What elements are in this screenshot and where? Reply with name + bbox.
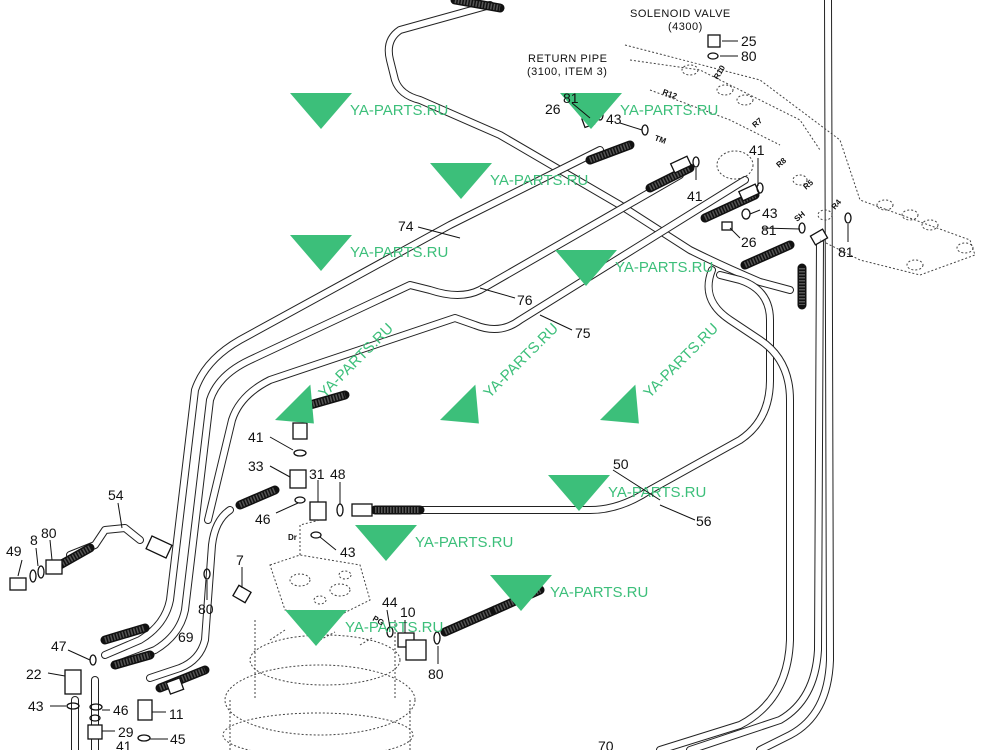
callout: 56 <box>696 513 712 529</box>
port-label-r12: R12 <box>661 87 678 101</box>
callout: 43 <box>28 698 44 714</box>
fitting-25 <box>707 34 721 48</box>
tee-fitting-33 <box>289 469 307 489</box>
watermark: YA-PARTS.RU <box>430 163 588 199</box>
watermark: YA-PARTS.RU <box>290 235 448 271</box>
watermark: YA-PARTS.RU <box>275 320 397 424</box>
callout: 26 <box>741 234 757 250</box>
elbow-fitting-10 <box>405 639 427 661</box>
callout: 47 <box>51 638 67 654</box>
watermark: YA-PARTS.RU <box>548 475 706 511</box>
svg-text:YA-PARTS.RU: YA-PARTS.RU <box>620 102 718 119</box>
watermark: YA-PARTS.RU <box>355 525 513 561</box>
return-pipe-title: RETURN PIPE <box>528 53 607 65</box>
callout: 41 <box>248 429 264 445</box>
callout: 45 <box>170 731 186 747</box>
svg-text:YA-PARTS.RU: YA-PARTS.RU <box>490 172 588 189</box>
watermark: YA-PARTS.RU <box>490 575 648 611</box>
svg-text:YA-PARTS.RU: YA-PARTS.RU <box>350 102 448 119</box>
callout: 50 <box>613 456 629 472</box>
solenoid-valve-ref: (4300) <box>668 21 703 33</box>
svg-text:YA-PARTS.RU: YA-PARTS.RU <box>550 584 648 601</box>
port-label-r8: R8 <box>775 156 789 170</box>
pipe-group <box>66 0 834 750</box>
leader-lines <box>17 40 849 740</box>
callout: 7 <box>236 552 244 568</box>
callout: 80 <box>741 48 757 64</box>
solenoid-valve-title: SOLENOID VALVE <box>630 8 731 20</box>
callout: 25 <box>741 33 757 49</box>
callout: 81 <box>838 244 854 260</box>
elbow-fitting-11 <box>137 699 153 721</box>
svg-text:YA-PARTS.RU: YA-PARTS.RU <box>615 259 713 276</box>
fitting-41 <box>292 422 308 440</box>
callout: 46 <box>113 702 129 718</box>
pipe-70 <box>686 236 824 750</box>
callout: 33 <box>248 458 264 474</box>
callout: 80 <box>41 525 57 541</box>
callout: 11 <box>169 706 184 722</box>
callout: 43 <box>606 111 622 127</box>
elbow-fitting-22 <box>64 669 82 695</box>
hose-group <box>55 0 807 693</box>
callout: 81 <box>761 222 777 238</box>
port-label-sh: SH <box>793 209 807 223</box>
watermark: YA-PARTS.RU <box>290 93 448 129</box>
watermark: YA-PARTS.RU <box>285 610 443 646</box>
callout: 75 <box>575 325 591 341</box>
port-label-r5: R5 <box>802 178 816 192</box>
watermark-group: YA-PARTS.RU YA-PARTS.RU YA-PARTS.RU YA-P… <box>275 93 722 646</box>
watermark: YA-PARTS.RU <box>555 250 713 286</box>
callout: 74 <box>398 218 414 234</box>
svg-text:YA-PARTS.RU: YA-PARTS.RU <box>608 484 706 501</box>
fitting-group <box>9 34 852 742</box>
callout: 29 <box>118 724 134 740</box>
elbow-fitting-31 <box>309 501 327 521</box>
callout: 54 <box>108 487 124 503</box>
svg-text:YA-PARTS.RU: YA-PARTS.RU <box>345 619 443 636</box>
svg-text:YA-PARTS.RU: YA-PARTS.RU <box>640 320 722 402</box>
callout: 43 <box>340 544 356 560</box>
svg-text:YA-PARTS.RU: YA-PARTS.RU <box>350 244 448 261</box>
callout: 41 <box>116 738 132 750</box>
callout: 43 <box>762 205 778 221</box>
callout: 8 <box>30 532 38 548</box>
solenoid-valve-outline <box>624 44 976 276</box>
callout: 46 <box>255 511 271 527</box>
port-label-tm: TM <box>653 133 667 146</box>
callout: 48 <box>330 466 346 482</box>
pipe-50 <box>386 271 774 514</box>
callout: 80 <box>198 601 214 617</box>
callout-numbers: 25 80 81 26 43 41 41 43 81 26 81 74 76 7… <box>6 33 854 750</box>
callout: 31 <box>309 466 325 482</box>
callout: 80 <box>428 666 444 682</box>
watermark: YA-PARTS.RU <box>560 93 718 129</box>
callout: 41 <box>687 188 703 204</box>
callout: 76 <box>517 292 533 308</box>
callout: 26 <box>545 101 561 117</box>
pipe-top-loop <box>384 1 794 294</box>
callout: 81 <box>563 90 579 106</box>
callout: 10 <box>400 604 416 620</box>
callout: 41 <box>749 142 765 158</box>
callout: 69 <box>178 629 194 645</box>
callout: 49 <box>6 543 22 559</box>
callout: 22 <box>26 666 42 682</box>
svg-text:YA-PARTS.RU: YA-PARTS.RU <box>415 534 513 551</box>
watermark: YA-PARTS.RU <box>440 320 562 424</box>
callout: 44 <box>382 594 398 610</box>
port-label-r10: R10 <box>712 63 727 81</box>
port-label-r7: R7 <box>751 116 765 130</box>
callout: 70 <box>598 738 614 750</box>
watermark: YA-PARTS.RU <box>600 320 722 424</box>
port-label-dr: Dr <box>288 533 297 542</box>
return-pipe-ref: (3100, ITEM 3) <box>527 66 607 78</box>
